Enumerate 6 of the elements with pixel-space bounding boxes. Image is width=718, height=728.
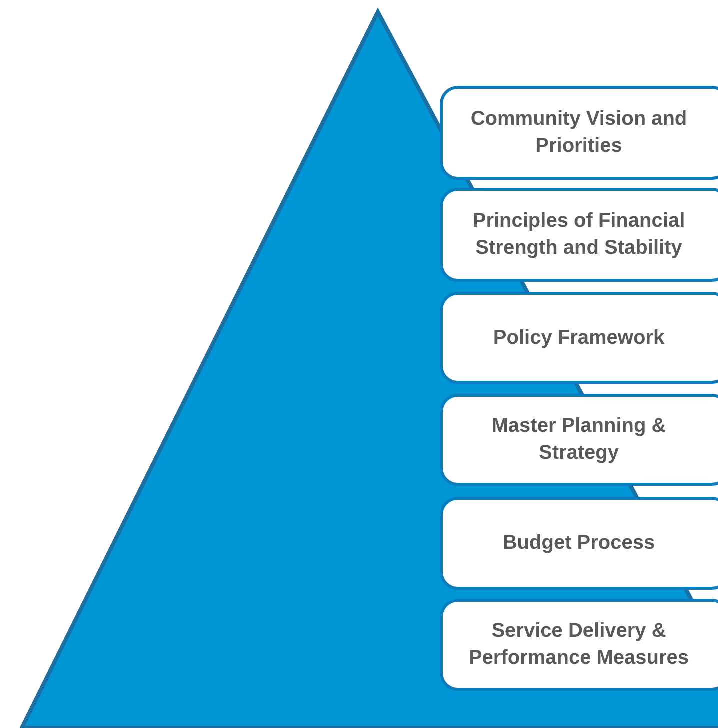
tier-card: Community Vision and Priorities bbox=[440, 86, 718, 180]
tier-card: Master Planning & Strategy bbox=[440, 394, 718, 486]
tier-card: Service Delivery & Performance Measures bbox=[440, 599, 718, 691]
tier-card: Budget Process bbox=[440, 497, 718, 590]
tier-card: Principles of Financial Strength and Stability bbox=[440, 188, 718, 282]
tier-card: Policy Framework bbox=[440, 292, 718, 384]
